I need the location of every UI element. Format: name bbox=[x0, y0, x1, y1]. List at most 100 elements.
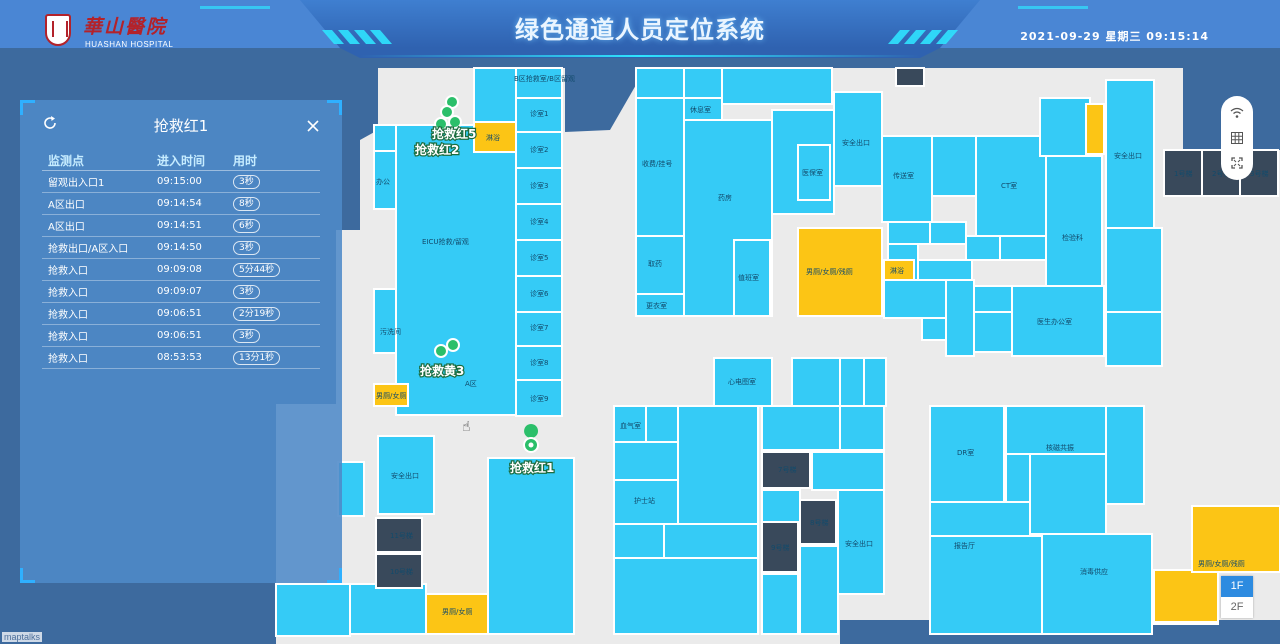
duration-badge: 13分1秒 bbox=[233, 350, 281, 365]
wifi-icon[interactable] bbox=[1221, 102, 1253, 124]
row-monitor-point: 抢救出口/A区入口 bbox=[48, 244, 129, 255]
header-background bbox=[0, 0, 1280, 58]
room-elevator-10: 10号梯 bbox=[390, 567, 413, 576]
row-monitor-point: A区出口 bbox=[48, 200, 85, 211]
room-elevator-8: 8号梯 bbox=[810, 518, 828, 527]
room-xindian: 心电图室 bbox=[728, 377, 756, 386]
panel-title: 抢救红1 bbox=[153, 117, 209, 135]
duration-badge: 3秒 bbox=[233, 240, 260, 255]
room-toilet-2: 男厕/女厕 bbox=[442, 607, 472, 616]
room-qiyao: 取药 bbox=[648, 259, 662, 268]
row-monitor-point: 抢救入口 bbox=[48, 266, 88, 277]
row-enter-time: 09:14:54 bbox=[157, 198, 202, 209]
room-toilet-3: 男厕/女厕/残厕 bbox=[806, 267, 853, 276]
duration-badge: 8秒 bbox=[233, 196, 260, 211]
room-elevator-11: 11号梯 bbox=[390, 531, 413, 540]
room-zhenshi-8: 诊室8 bbox=[530, 358, 548, 367]
room-yaofang: 药房 bbox=[718, 193, 732, 202]
room-zhenshi-5: 诊室5 bbox=[530, 253, 548, 262]
close-icon[interactable] bbox=[302, 115, 324, 137]
marker-label-hong2: 抢救红2 bbox=[415, 142, 459, 157]
table-header: 监测点 进入时间 用时 bbox=[42, 152, 320, 171]
table-row[interactable]: A区出口 09:14:54 8秒 bbox=[42, 193, 320, 215]
row-monitor-point: A区出口 bbox=[48, 222, 85, 233]
hand-cursor-icon: ☝ bbox=[462, 419, 471, 435]
room-chuansong: 传送室 bbox=[893, 171, 914, 180]
row-enter-time: 09:06:51 bbox=[157, 308, 202, 319]
duration-badge: 2分19秒 bbox=[233, 306, 281, 321]
rooms-layer bbox=[275, 67, 1219, 637]
room-bangong: 办公 bbox=[376, 177, 390, 186]
panel-corner bbox=[327, 568, 342, 583]
room-xiaodu: 消毒供应 bbox=[1080, 567, 1108, 576]
marker-qiangjiu-cluster[interactable]: 抢救红5 抢救红2 bbox=[414, 95, 478, 158]
panel-corner bbox=[20, 568, 35, 583]
room-zhenshi-9: 诊室9 bbox=[530, 394, 548, 403]
map-attribution[interactable]: maptalks bbox=[2, 632, 43, 642]
track-detail-panel: 抢救红1 监测点 进入时间 用时 留观出入口1 09:15:00 3秒 A区出口 09:… bbox=[20, 100, 342, 583]
row-enter-time: 09:06:51 bbox=[157, 330, 202, 341]
row-enter-time: 09:15:00 bbox=[157, 176, 202, 187]
table-row[interactable]: 抢救入口 09:09:08 5分44秒 bbox=[42, 259, 320, 281]
room-zhiban: 值班室 bbox=[738, 273, 759, 282]
marker-label-hong1: 抢救红1 bbox=[510, 460, 554, 475]
room-eicu: EICU抢救/留观 bbox=[422, 237, 469, 246]
room-elevator-9: 9号梯 bbox=[771, 543, 789, 552]
marker-label-hong5: 抢救红5 bbox=[432, 126, 476, 141]
row-duration: 5分44秒 bbox=[233, 262, 320, 277]
row-enter-time: 09:14:50 bbox=[157, 242, 202, 253]
room-elevator-7: 7号梯 bbox=[778, 465, 796, 474]
room-gengyi: 更衣室 bbox=[646, 301, 667, 310]
fullscreen-icon[interactable] bbox=[1221, 152, 1253, 174]
room-elevator-2: 2号梯 bbox=[1212, 169, 1230, 178]
map-controls bbox=[1221, 96, 1253, 180]
room-a-qu: A区 bbox=[465, 380, 477, 388]
header-monitor-point: 监测点 bbox=[48, 154, 85, 168]
table-body: 留观出入口1 09:15:00 3秒 A区出口 09:14:54 8秒 A区出口 09:14:… bbox=[42, 171, 320, 369]
table-row[interactable]: 抢救出口/A区入口 09:14:50 3秒 bbox=[42, 237, 320, 259]
marker-qiangjiu-huang3[interactable]: 抢救黄3 bbox=[419, 338, 466, 379]
room-exit-3: 安全出口 bbox=[1114, 151, 1142, 160]
row-monitor-point: 留观出入口1 bbox=[48, 178, 105, 189]
track-table: 监测点 进入时间 用时 留观出入口1 09:15:00 3秒 A区出口 09:14:54… bbox=[42, 152, 320, 369]
hospital-name-en: HUASHAN HOSPITAL bbox=[85, 40, 174, 49]
grid-icon[interactable] bbox=[1221, 127, 1253, 149]
room-toilet-4: 男厕/女厕/残厕 bbox=[1198, 559, 1245, 568]
row-enter-time: 08:53:53 bbox=[157, 352, 202, 363]
row-monitor-point: 抢救入口 bbox=[48, 332, 88, 343]
refresh-icon[interactable] bbox=[39, 115, 61, 137]
room-toilet-1: 男厕/女厕 bbox=[376, 391, 406, 400]
hospital-name-cn: 華山醫院 bbox=[83, 16, 168, 38]
room-zhenshi-2: 诊室2 bbox=[530, 145, 548, 154]
row-enter-time: 09:14:51 bbox=[157, 220, 202, 231]
marker-label-huang3: 抢救黄3 bbox=[420, 363, 464, 378]
panel-corner bbox=[327, 100, 342, 115]
room-mri: 核磁共振 bbox=[1046, 443, 1074, 452]
floor-button-1f[interactable]: 1F bbox=[1221, 576, 1253, 597]
header-bar: 華山醫院 HUASHAN HOSPITAL 绿色通道人员定位系统 2021-09… bbox=[0, 0, 1280, 62]
room-xueqi: 血气室 bbox=[620, 421, 641, 430]
room-linyu-2: 淋浴 bbox=[890, 266, 904, 275]
location-markers[interactable]: 抢救红1 抢救黄3 抢救红5 抢救红2 bbox=[414, 95, 556, 476]
room-yibao: 医保室 bbox=[802, 168, 823, 177]
row-monitor-point: 抢救入口 bbox=[48, 288, 88, 299]
room-baogao: 报告厅 bbox=[954, 541, 975, 550]
room-xiuxi: 休息室 bbox=[690, 105, 711, 114]
panel-corner bbox=[20, 100, 35, 115]
room-zhenshi-6: 诊室6 bbox=[530, 289, 549, 298]
row-enter-time: 09:09:08 bbox=[157, 264, 202, 275]
row-duration: 13分1秒 bbox=[233, 350, 320, 365]
marker-qiangjiu-hong1[interactable]: 抢救红1 bbox=[509, 424, 556, 476]
room-huli: 护士站 bbox=[634, 496, 655, 505]
room-ct: CT室 bbox=[1001, 181, 1017, 190]
floor-button-2f[interactable]: 2F bbox=[1230, 601, 1244, 613]
floor-switcher: 1F 2F bbox=[1221, 576, 1253, 618]
